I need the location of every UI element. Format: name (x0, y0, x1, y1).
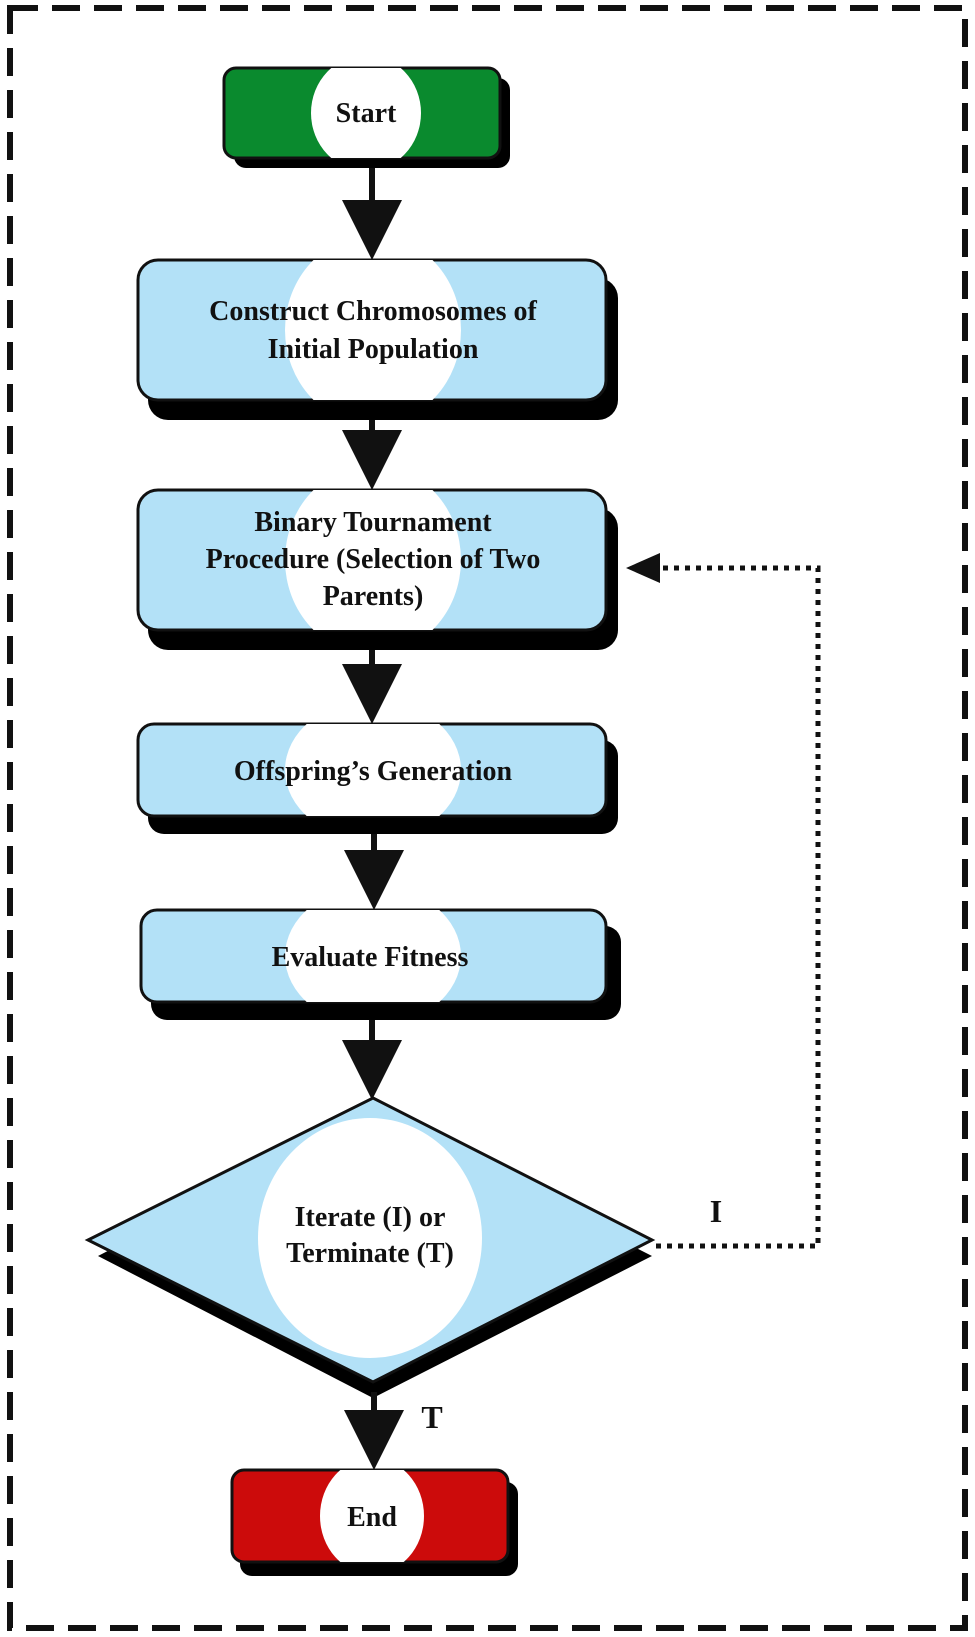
evaluate-highlight (285, 910, 461, 1002)
dashed-frame (7, 5, 968, 1631)
tournament-label-line3: Parents) (323, 581, 424, 612)
start-label: Start (336, 98, 397, 129)
start-highlight (311, 68, 421, 158)
offspring-node: Offspring’s Generation (136, 722, 618, 834)
construct-highlight (285, 260, 461, 400)
offspring-label: Offspring’s Generation (234, 756, 513, 787)
tournament-node: Binary Tournament Procedure (Selection o… (136, 488, 618, 650)
end-highlight (320, 1470, 424, 1562)
construct-label-line2: Initial Population (268, 334, 479, 365)
tournament-highlight (285, 490, 461, 630)
evaluate-label: Evaluate Fitness (272, 942, 469, 973)
evaluate-node: Evaluate Fitness (139, 908, 621, 1020)
end-node: End (230, 1468, 518, 1576)
tournament-label-line2: Procedure (Selection of Two (206, 544, 541, 575)
tournament-label-line1: Binary Tournament (254, 507, 492, 538)
offspring-highlight (285, 724, 461, 816)
decision-highlight (258, 1118, 482, 1358)
iterate-loop-line (656, 565, 821, 1249)
start-node: Start (222, 66, 510, 168)
decision-label-line2: Terminate (T) (286, 1238, 454, 1269)
decision-label-line1: Iterate (I) or (295, 1202, 446, 1233)
terminate-edge-label: T (421, 1399, 442, 1435)
iterate-edge-label: I (710, 1193, 722, 1229)
decision-node: Iterate (I) or Terminate (T) (84, 1096, 656, 1398)
end-label: End (347, 1502, 397, 1533)
construct-label-line1: Construct Chromosomes of (209, 296, 537, 327)
iterate-arrowhead (626, 553, 660, 583)
construct-node: Construct Chromosomes of Initial Populat… (136, 258, 618, 420)
